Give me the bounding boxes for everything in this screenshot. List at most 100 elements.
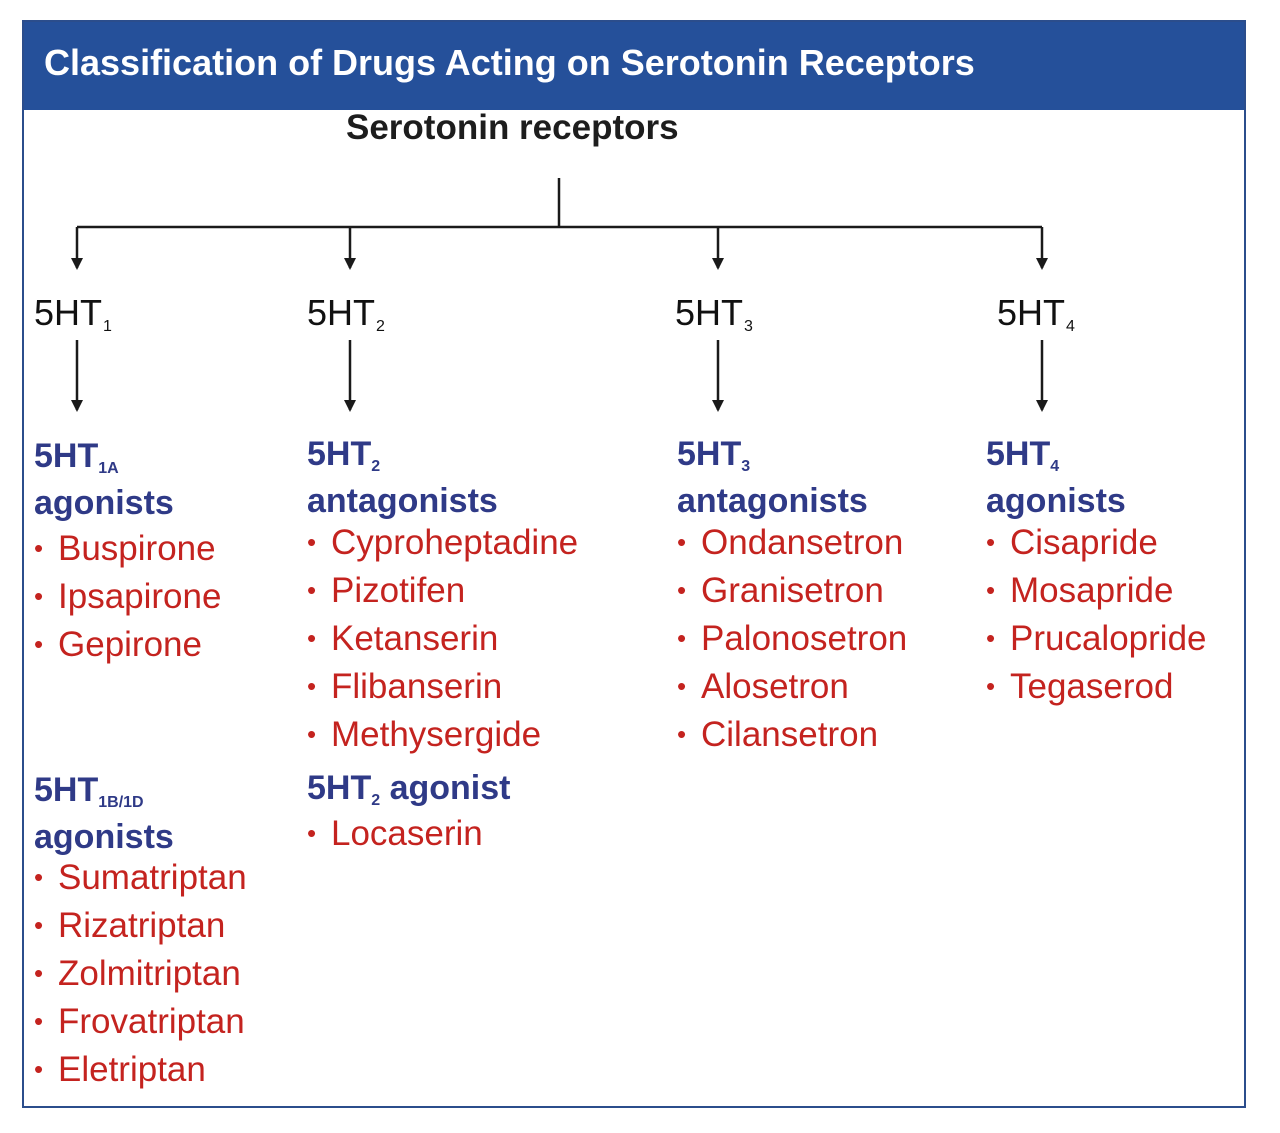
drug-item: • Locaserin — [307, 811, 483, 859]
bullet-icon: • — [986, 623, 996, 653]
drug-name: Ondansetron — [701, 523, 904, 562]
group-kind: antagonists — [307, 482, 498, 520]
drug-item: •Cilansetron — [677, 712, 907, 760]
drug-item: •Tegaserod — [986, 664, 1207, 712]
receptor-node-5ht1: 5HT1 — [34, 292, 112, 335]
receptor-node-5ht3: 5HT3 — [675, 292, 753, 335]
drug-name: Palonosetron — [701, 619, 908, 658]
drug-item: • Granisetron — [677, 568, 907, 616]
group-base: 5HT — [307, 769, 372, 807]
receptor-subscript: 1 — [103, 318, 112, 335]
drug-list-5ht3-antagonists: •Ondansetron •Granisetron •Palonosetron … — [677, 520, 907, 760]
diagram-title: Classification of Drugs Acting on Seroto… — [44, 42, 975, 83]
drug-item: •Alosetron — [677, 664, 907, 712]
bullet-icon: • — [307, 719, 317, 749]
bullet-icon: • — [307, 818, 317, 848]
drug-name: Alosetron — [701, 667, 849, 706]
drug-name: Locaserin — [331, 814, 483, 853]
drug-list-5ht4-agonists: • Cisapride • Mosapride • Prucalopride •Teg… — [986, 520, 1207, 712]
group-subscript: 2 — [371, 458, 381, 475]
drug-name: Buspirone — [58, 529, 216, 568]
drug-item: • Frovatriptan — [34, 999, 247, 1047]
group-heading-5ht4-agonists: 5HT4 agonists — [986, 434, 1126, 521]
drug-name: Pizotifen — [331, 571, 466, 610]
bullet-icon: • — [986, 575, 996, 605]
group-base: 5HT — [986, 435, 1051, 473]
drug-name: Gepirone — [58, 625, 202, 664]
drug-name: Ipsapirone — [58, 577, 222, 616]
group-subscript: 1B/1D — [98, 794, 144, 811]
drug-name: Sumatriptan — [58, 858, 247, 897]
bullet-icon: • — [307, 575, 317, 605]
drug-item: •Flibanserin — [307, 664, 578, 712]
bullet-icon: • — [677, 575, 687, 605]
bullet-icon: • — [34, 862, 44, 892]
drug-item: • Mosapride — [986, 568, 1207, 616]
bullet-icon: • — [307, 623, 317, 653]
group-subscript: 1A — [98, 460, 119, 477]
drug-name: Prucalopride — [1010, 619, 1207, 658]
diagram-frame: Classification of Drugs Acting on Seroto… — [22, 20, 1246, 1108]
drug-name: Cisapride — [1010, 523, 1158, 562]
bullet-icon: • — [307, 671, 317, 701]
drug-item: • Rizatriptan — [34, 903, 247, 951]
drug-name: Mosapride — [1010, 571, 1174, 610]
root-node-serotonin-receptors: Serotonin receptors — [346, 108, 679, 147]
title-bar: Classification of Drugs Acting on Seroto… — [24, 22, 1244, 110]
bullet-icon: • — [34, 910, 44, 940]
drug-name: Granisetron — [701, 571, 884, 610]
drug-item: • Zolmitriptan — [34, 951, 247, 999]
receptor-node-5ht2: 5HT2 — [307, 292, 385, 335]
drug-item: • Prucalopride — [986, 616, 1207, 664]
group-heading-5ht1a-agonists: 5HT1A agonists — [34, 436, 174, 523]
drug-name: Zolmitriptan — [58, 954, 241, 993]
group-base: 5HT — [307, 435, 372, 473]
drug-item: • Ipsapirone — [34, 574, 221, 622]
drug-name: Eletriptan — [58, 1050, 206, 1089]
receptor-node-5ht4: 5HT4 — [997, 292, 1075, 335]
group-base: 5HT — [677, 435, 742, 473]
drug-item: • Pizotifen — [307, 568, 578, 616]
group-base: 5HT — [34, 771, 99, 809]
receptor-base: 5HT — [675, 292, 744, 333]
drug-list-5ht1b1d: •Sumatriptan •Rizatriptan •Zolmitriptan … — [34, 855, 247, 1095]
group-base: 5HT — [34, 437, 99, 475]
drug-name: Rizatriptan — [58, 906, 226, 945]
drug-name: Methysergide — [331, 715, 542, 754]
receptor-base: 5HT — [997, 292, 1066, 333]
group-subscript: 2 — [371, 792, 381, 809]
group-kind: agonists — [34, 818, 174, 856]
drug-item: • Eletriptan — [34, 1047, 247, 1095]
drug-name: Cilansetron — [701, 715, 879, 754]
receptor-subscript: 4 — [1066, 318, 1075, 335]
bullet-icon: • — [34, 629, 44, 659]
group-kind: agonists — [34, 484, 174, 522]
group-heading-5ht3-antagonists: 5HT3 antagonists — [677, 434, 868, 521]
bullet-icon: • — [677, 527, 687, 557]
drug-item: •Palonosetron — [677, 616, 907, 664]
bullet-icon: • — [34, 581, 44, 611]
receptor-base: 5HT — [34, 292, 103, 333]
receptor-subscript: 2 — [376, 318, 385, 335]
group-subscript: 4 — [1050, 458, 1060, 475]
receptor-subscript: 3 — [744, 318, 753, 335]
bullet-icon: • — [986, 527, 996, 557]
drug-item: • Methysergide — [307, 712, 578, 760]
group-kind: agonists — [986, 482, 1126, 520]
bullet-icon: • — [34, 533, 44, 563]
drug-list-5ht2-agonist: • Locaserin — [307, 811, 483, 859]
drug-name: Cyproheptadine — [331, 523, 579, 562]
bullet-icon: • — [34, 1006, 44, 1036]
drug-item: • Cisapride — [986, 520, 1207, 568]
drug-list-5ht1a: • Buspirone • Ipsapirone • Gepirone — [34, 526, 221, 670]
bullet-icon: • — [34, 958, 44, 988]
receptor-base: 5HT — [307, 292, 376, 333]
bullet-icon: • — [307, 527, 317, 557]
drug-item: •Ketanserin — [307, 616, 578, 664]
drug-item: • Ondansetron — [677, 520, 907, 568]
drug-name: Frovatriptan — [58, 1002, 245, 1041]
drug-item: • Buspirone — [34, 526, 221, 574]
bullet-icon: • — [34, 1054, 44, 1084]
drug-item: • Sumatriptan — [34, 855, 247, 903]
